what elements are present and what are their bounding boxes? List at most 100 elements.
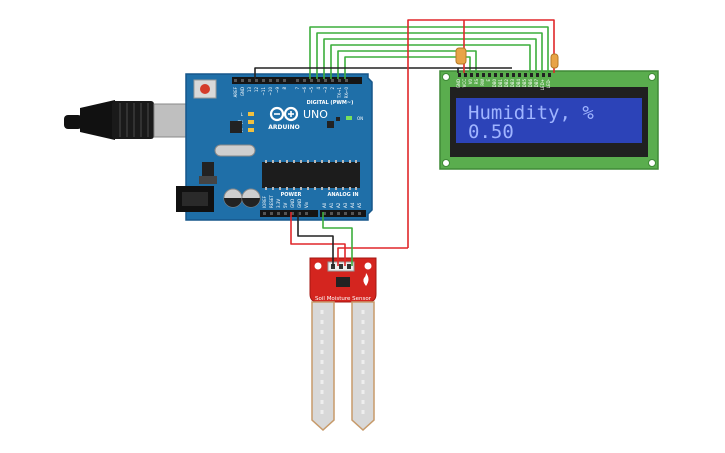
usb-cable-end [64,115,82,129]
digital-pin-label: GND [240,87,245,96]
small-ic [327,121,334,128]
digital-pin-label: RX←0 [344,87,349,99]
smd-component [336,117,340,121]
analog-pin-label: A4 [350,202,355,208]
digital-pin-label: 8 [282,87,287,90]
voltage-regulator [202,162,214,176]
lcd-mount-hole [648,159,656,167]
wire-black-sensor[interactable] [297,212,334,266]
arduino-brand-text: ARDUINO [268,124,299,131]
analog-pin-label: A3 [343,202,348,208]
soil-moisture-sensor[interactable]: Soil Moisture Sensor [309,257,377,432]
usb-cable [64,100,191,140]
digital-pin-label: ~10 [268,87,273,96]
lcd-mount-hole [648,73,656,81]
wire-green[interactable] [323,38,537,79]
lcd-pin-label: E [486,79,491,82]
digital-pin-label: ~5 [309,87,314,93]
sensor-label: Soil Moisture Sensor [315,296,372,302]
bottom-header-pins [263,212,361,215]
arduino-logo-icon [269,106,299,122]
power-pin-label: 5V [283,202,288,208]
lcd-pin-label: VCC [462,79,467,88]
power-header [260,210,318,217]
analog-pin-label: A0 [322,202,327,208]
sensor-probe-left [311,301,335,432]
crystal-oscillator [214,144,256,157]
lcd-line-2: 0.50 [468,121,514,143]
wires [254,19,559,266]
digital-pin-label: AREF [233,86,238,97]
wire-black-gnd[interactable] [254,67,459,79]
led-tx-icon [248,120,254,124]
lcd-pin-label: V0 [468,79,473,85]
digital-section-label: DIGITAL (PWM~) [307,100,354,106]
wire-red-5v[interactable] [290,212,346,266]
digital-pin-label: 13 [247,87,252,93]
regulator-tab [199,176,217,184]
wire-green-signal[interactable] [322,212,353,266]
lcd-screen [456,98,642,143]
analog-pin-label: A1 [329,202,334,208]
digital-pin-label: 7 [295,87,300,90]
led-l-icon [248,112,254,116]
led-rx-icon [248,128,254,132]
wire-red-vcc[interactable] [407,19,555,248]
resistor-1[interactable] [455,47,467,65]
analog-section-label: ANALOG IN [327,192,358,198]
lcd-mount-hole [442,159,450,167]
power-pin-label: RESET [269,195,274,208]
capacitor-1-icon [223,188,243,208]
power-pin-label: GND [297,199,302,208]
usb-plug-body [80,100,115,140]
lcd-pin-label: LED- [546,78,551,88]
atmega-microcontroller [262,162,360,188]
lcd-pin-label: DB2 [504,79,509,88]
led-l-label: L [241,112,244,117]
arduino-model-text: UNO [303,108,328,121]
lcd-pin-label: RS [474,79,479,85]
wire-green[interactable] [316,32,543,79]
lcd-pin-label: LED+ [540,79,545,90]
digital-pin-label: TX→1 [337,87,342,100]
lcd-pin-label: DB1 [498,79,503,88]
led-on-icon [346,116,352,120]
power-section-label: POWER [281,192,302,198]
wire-red-sensor[interactable] [337,247,408,266]
lcd-pin-label: RW [480,79,485,86]
sensor-mount-hole [364,262,372,270]
resistor-2[interactable] [550,53,559,69]
analog-pin-label: A5 [357,202,362,208]
lcd-pin-label: DB0 [492,79,497,88]
digital-pin-label: 12 [254,87,259,93]
power-pin-label: IOREF [262,195,267,208]
sensor-mount-hole [314,262,322,270]
sensor-chip [336,277,350,287]
lcd-pin-label: DB6 [528,79,533,88]
wire-green[interactable] [337,50,477,79]
power-pin-label: Vin [304,201,309,208]
lcd-pin-label: GND [456,79,461,88]
lcd-pin-label: DB4 [516,79,521,88]
lcd-line-1: Humidity, % [468,102,594,124]
digital-pin-label: 2 [330,87,335,90]
reset-button-cap[interactable] [200,84,210,94]
analog-pin-label: A2 [336,202,341,208]
dc-power-jack-hole [182,192,208,206]
lcd-pin-label: DB5 [522,79,527,88]
power-pin-label: GND [290,199,295,208]
power-pin-label: 3.3V [276,199,281,208]
digital-pin-label: ~9 [275,87,280,93]
usb-grip-ridges [119,103,149,137]
wire-green[interactable] [309,26,549,79]
wire-green[interactable] [330,44,531,79]
led-on-label: ON [357,116,363,121]
digital-pin-label: ~3 [323,87,328,93]
atmega-pins [265,160,357,190]
